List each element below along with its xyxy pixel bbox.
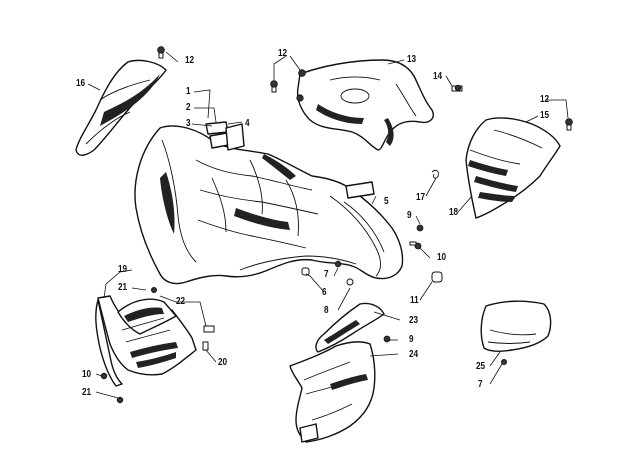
- decal-5-part: [345, 181, 375, 199]
- callout-8: 8: [324, 305, 329, 316]
- callout-14: 14: [433, 71, 443, 82]
- callout-15: 15: [540, 110, 550, 121]
- callout-9: 9: [407, 210, 412, 221]
- callout-22: 22: [176, 296, 186, 307]
- leader-lines: [87, 51, 569, 399]
- callout-25: 25: [476, 361, 486, 372]
- callout-20: 20: [218, 357, 228, 368]
- callout-7: 7: [478, 379, 483, 390]
- inner-fender-24-part: [289, 341, 376, 443]
- callout-16: 17: [416, 192, 426, 203]
- callout-11: 11: [410, 295, 419, 306]
- fasteners: [100, 46, 573, 404]
- callout-17: 18: [449, 207, 459, 218]
- cover-25-part: [480, 300, 552, 353]
- callout-5: 5: [384, 196, 389, 207]
- lower-grille-part: [95, 295, 197, 387]
- callout-12: 12: [278, 48, 288, 59]
- callout-2: 2: [186, 102, 191, 113]
- callout-9: 9: [409, 334, 414, 345]
- decal-parts: [205, 121, 245, 151]
- side-vent-panel-part: [465, 117, 561, 219]
- nose-cowl-part: [296, 59, 434, 151]
- callout-12: 12: [540, 94, 550, 105]
- clip-16-part: [431, 169, 439, 179]
- callout-24: 24: [409, 349, 419, 360]
- callout-21: 21: [118, 282, 128, 293]
- callout-13: 13: [407, 54, 417, 65]
- callout-7: 7: [324, 269, 329, 280]
- callout-4: 4: [245, 118, 250, 129]
- callout-18: 16: [76, 78, 86, 89]
- side-shield-23-part: [315, 302, 385, 353]
- callout-21: 21: [82, 387, 92, 398]
- callout-10: 10: [437, 252, 447, 263]
- callout-6: 6: [322, 287, 327, 298]
- windshield-part: [75, 59, 167, 156]
- front-body-part: [134, 125, 404, 285]
- callout-3: 3: [186, 118, 191, 129]
- callout-19: 19: [118, 264, 128, 275]
- callout-12: 12: [185, 55, 195, 66]
- callout-23: 23: [409, 315, 419, 326]
- callout-10: 10: [82, 369, 92, 380]
- callout-1: 1: [186, 86, 191, 97]
